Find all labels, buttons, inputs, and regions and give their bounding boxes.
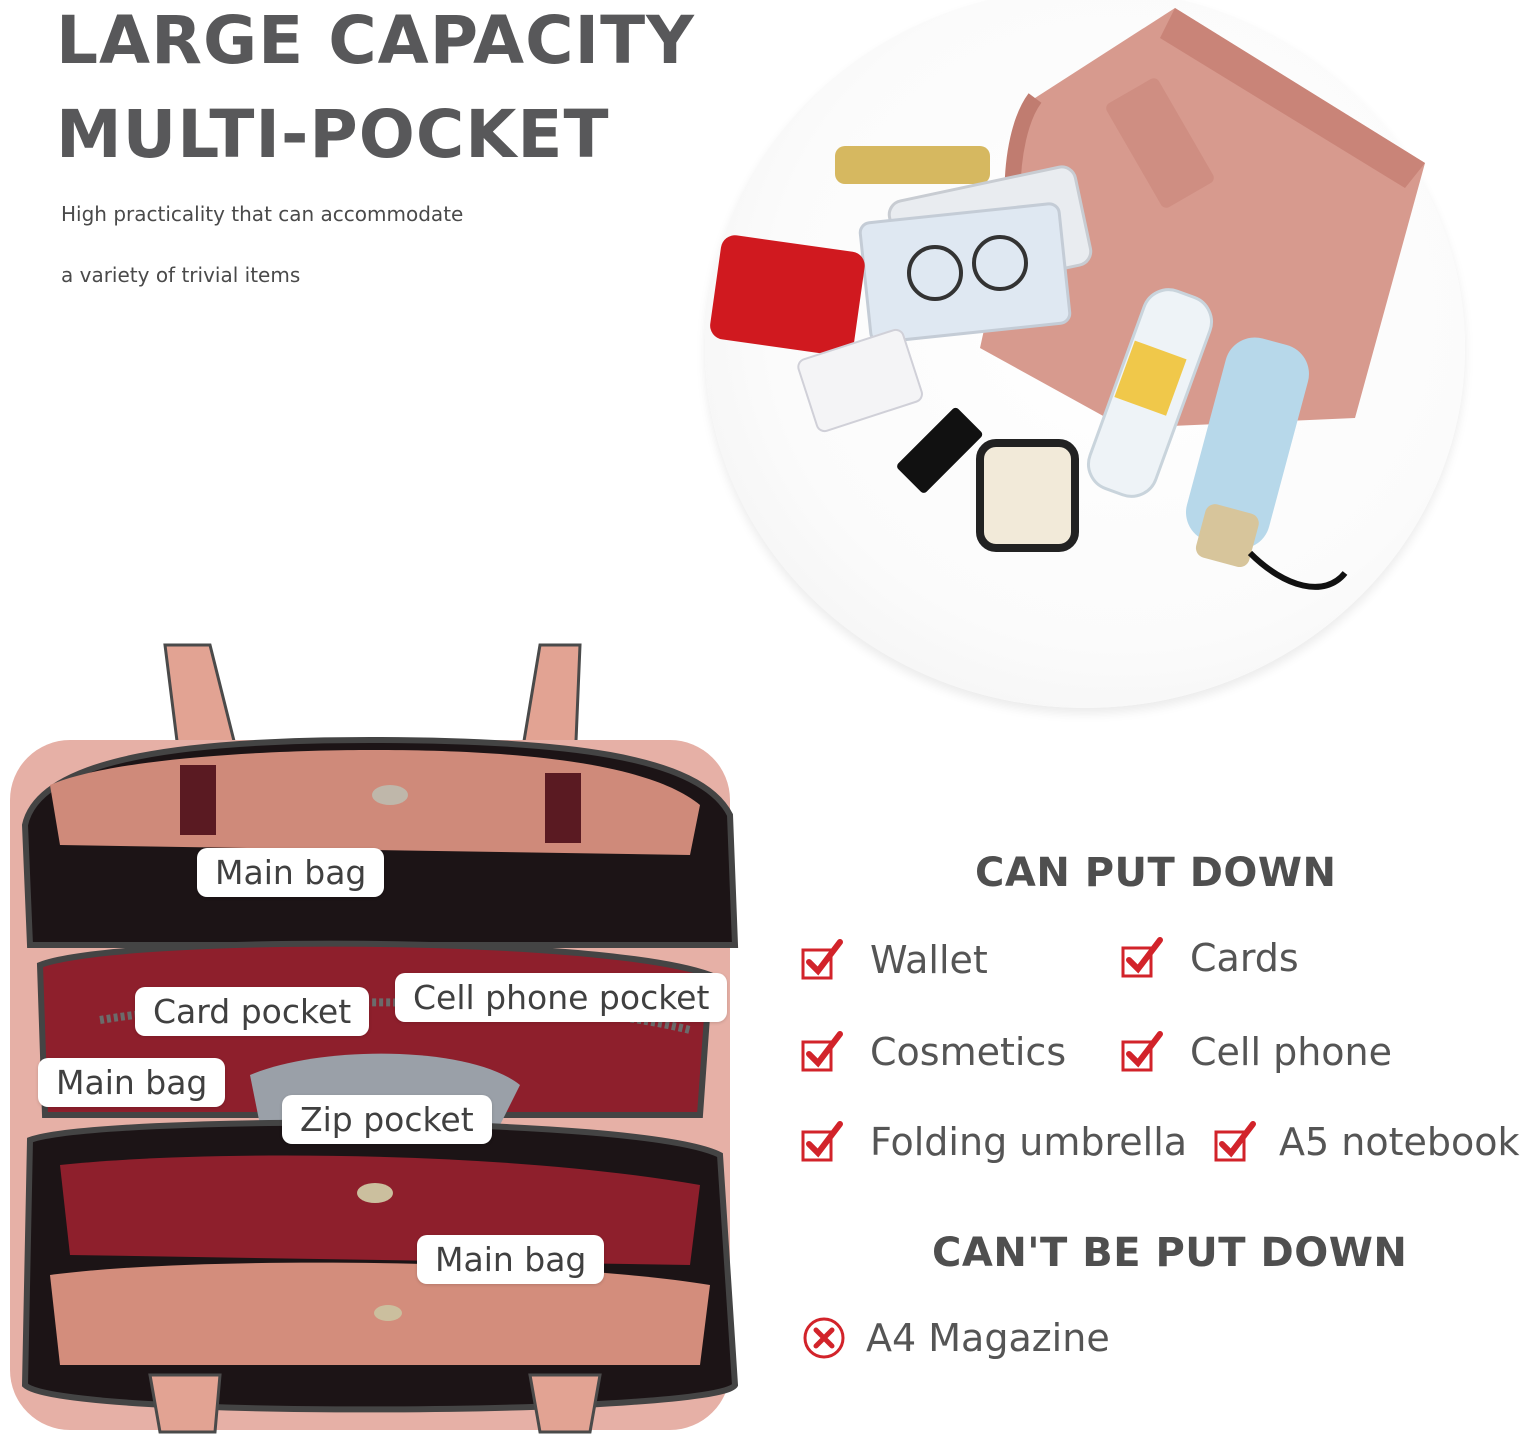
label-card-pocket: Card pocket xyxy=(135,987,370,1036)
check-box-icon xyxy=(801,1031,843,1072)
check-box-icon xyxy=(1214,1121,1256,1162)
glasses-lens-left xyxy=(907,245,963,301)
magnetic-clasp-wall xyxy=(374,1305,402,1321)
check-box-icon xyxy=(1121,937,1163,978)
umbrella-handle xyxy=(1195,504,1259,568)
can-item-cards: Cards xyxy=(1120,933,1299,983)
check-box-icon xyxy=(1121,1031,1163,1072)
handbag-top-edge xyxy=(1160,8,1425,188)
bag-interior-photo: Main bag Card pocket Cell phone pocket M… xyxy=(0,643,750,1434)
handbag-strap-tab xyxy=(1106,78,1214,208)
lipstick xyxy=(897,407,983,493)
can-item-label: Cards xyxy=(1190,936,1299,980)
can-item-cell-phone: Cell phone xyxy=(1120,1027,1392,1077)
label-main-bag-left: Main bag xyxy=(38,1058,226,1107)
magnetic-clasp-top xyxy=(372,785,408,805)
bag-contents-photo xyxy=(705,0,1465,708)
check-box-icon xyxy=(801,1121,843,1162)
label-main-bag-top: Main bag xyxy=(197,848,385,897)
label-main-bag-bottom: Main bag xyxy=(417,1235,605,1284)
tablet xyxy=(858,202,1072,344)
gold-tube xyxy=(835,146,990,184)
magnetic-clasp-bottom xyxy=(357,1183,393,1203)
bottle-label xyxy=(1114,340,1187,416)
subheading-line-1: High practicality that can accommodate xyxy=(61,202,464,226)
label-zip-pocket: Zip pocket xyxy=(282,1095,492,1144)
headline-line-1: LARGE CAPACITY xyxy=(56,2,695,79)
folding-umbrella xyxy=(1185,337,1309,549)
can-item-label: Folding umbrella xyxy=(870,1120,1188,1164)
can-item-label: Cell phone xyxy=(1190,1030,1393,1074)
tissue-pack xyxy=(797,328,923,433)
strap-tab-right xyxy=(545,773,581,843)
can-item-label: A5 notebook xyxy=(1279,1120,1520,1164)
headline-line-2: MULTI-POCKET xyxy=(56,96,610,173)
handle-bottom-left xyxy=(148,1373,222,1434)
check-box-icon xyxy=(801,939,843,980)
handle-bottom-right xyxy=(528,1373,602,1434)
label-cell-phone-pocket: Cell phone pocket xyxy=(395,973,728,1022)
cannot-item-a4-magazine: A4 Magazine xyxy=(802,1313,1110,1363)
cannot-put-down-title: CAN'T BE PUT DOWN xyxy=(932,1230,1408,1276)
can-item-a5-notebook: A5 notebook xyxy=(1213,1117,1520,1167)
umbrella-strap xyxy=(1247,550,1348,590)
can-put-down-title: CAN PUT DOWN xyxy=(975,850,1337,896)
glasses-lens-right xyxy=(972,235,1028,291)
can-item-label: Cosmetics xyxy=(870,1030,1067,1074)
can-item-folding-umbrella: Folding umbrella xyxy=(800,1117,1187,1167)
can-item-wallet: Wallet xyxy=(800,935,988,985)
can-item-label: Wallet xyxy=(870,938,988,982)
strap-tab-left xyxy=(180,765,216,835)
compact-mirror xyxy=(976,439,1079,552)
bag-interior-illustration xyxy=(10,643,739,1434)
red-power-bank xyxy=(710,235,865,356)
bag-contents-illustration xyxy=(710,8,1425,590)
subheading-line-2: a variety of trivial items xyxy=(61,263,301,287)
can-item-cosmetics: Cosmetics xyxy=(800,1027,1066,1077)
cannot-item-label: A4 Magazine xyxy=(866,1316,1110,1360)
circle-x-icon xyxy=(803,1317,845,1359)
